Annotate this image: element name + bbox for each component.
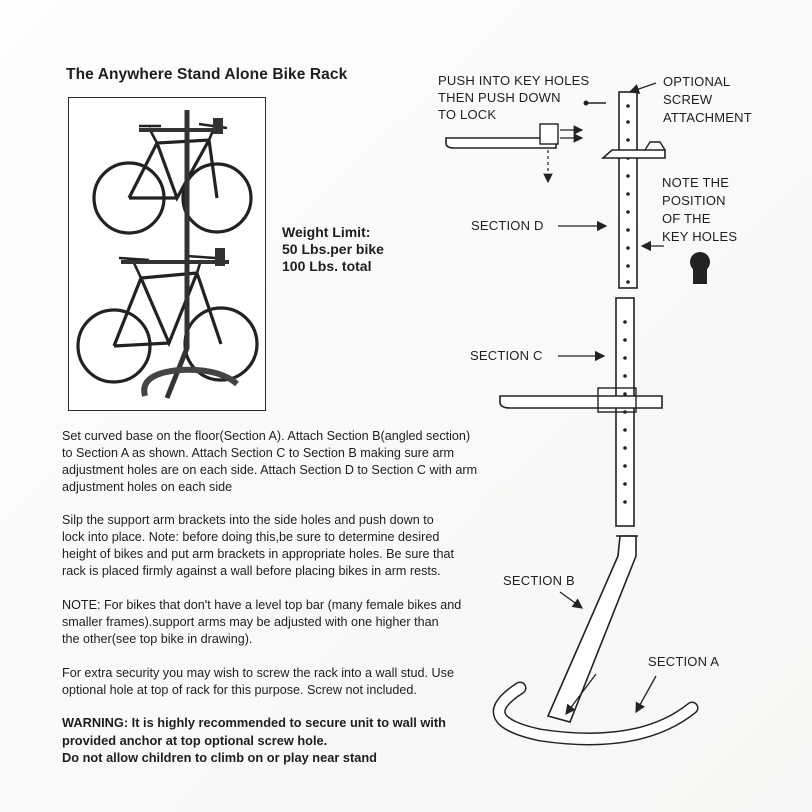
instruction-paragraph-2: Silp the support arm brackets into the s… bbox=[62, 512, 502, 580]
page-title: The Anywhere Stand Alone Bike Rack bbox=[66, 66, 348, 83]
label-note-4: KEY HOLES bbox=[662, 229, 738, 244]
label-optional-3: ATTACHMENT bbox=[663, 110, 752, 125]
label-section-a: SECTION A bbox=[648, 654, 720, 669]
text-line: adjustment holes are on each side. Attac… bbox=[62, 463, 478, 477]
key-hole-icon bbox=[690, 252, 710, 284]
section-a-base bbox=[492, 681, 699, 746]
label-section-b: SECTION B bbox=[503, 573, 575, 588]
text-line: For extra security you may wish to screw… bbox=[62, 666, 454, 680]
label-section-d: SECTION D bbox=[471, 218, 544, 233]
section-d-tube bbox=[583, 91, 666, 289]
label-optional-1: OPTIONAL bbox=[663, 74, 731, 89]
instruction-paragraph-3: NOTE: For bikes that don't have a level … bbox=[62, 597, 502, 648]
label-note-2: POSITION bbox=[662, 193, 726, 208]
label-optional-2: SCREW bbox=[663, 92, 713, 107]
instruction-paragraph-4: For extra security you may wish to screw… bbox=[62, 665, 502, 699]
label-push-2: THEN PUSH DOWN bbox=[438, 90, 561, 105]
weight-heading: Weight Limit: bbox=[282, 224, 371, 240]
bike-rack-photo bbox=[68, 97, 266, 411]
section-c-tube bbox=[499, 297, 663, 527]
text-line: to Section A as shown. Attach Section C … bbox=[62, 446, 455, 460]
weight-limit-block: Weight Limit: 50 Lbs.per bike 100 Lbs. t… bbox=[282, 224, 384, 275]
text-line: height of bikes and put arm brackets in … bbox=[62, 547, 455, 561]
section-b-arrow bbox=[559, 591, 584, 609]
section-a-arrow-left bbox=[565, 673, 597, 716]
warning-line: Do not allow children to climb on or pla… bbox=[62, 750, 377, 765]
instruction-paragraph-1: Set curved base on the floor(Section A).… bbox=[62, 428, 502, 496]
warning-line: WARNING: It is highly recommended to sec… bbox=[62, 715, 446, 730]
section-b-tube bbox=[546, 535, 638, 723]
weight-total: 100 Lbs. total bbox=[282, 258, 372, 274]
weight-per-bike: 50 Lbs.per bike bbox=[282, 241, 384, 257]
label-note-1: NOTE THE bbox=[662, 175, 730, 190]
arm-bracket-piece bbox=[445, 123, 584, 184]
text-line: Set curved base on the floor(Section A).… bbox=[62, 429, 471, 443]
text-line: lock into place. Note: before doing this… bbox=[62, 530, 440, 544]
text-line: smaller frames).support arms may be adju… bbox=[62, 615, 439, 629]
label-push-3: TO LOCK bbox=[438, 107, 497, 122]
text-line: optional hole at top of rack for this pu… bbox=[62, 683, 417, 697]
label-note-3: OF THE bbox=[662, 211, 711, 226]
warning-block: WARNING: It is highly recommended to sec… bbox=[62, 714, 502, 767]
label-push-1: PUSH INTO KEY HOLES bbox=[438, 73, 590, 88]
text-line: adjustment holes on each side bbox=[62, 480, 233, 494]
text-line: the other(see top bike in drawing). bbox=[62, 632, 253, 646]
text-line: NOTE: For bikes that don't have a level … bbox=[62, 598, 462, 612]
section-a-arrow-right bbox=[635, 675, 657, 714]
label-section-c: SECTION C bbox=[470, 348, 543, 363]
optional-arrow bbox=[628, 82, 657, 94]
bike-rack-illustration bbox=[76, 110, 259, 399]
text-line: rack is placed firmly against a wall bef… bbox=[62, 564, 441, 578]
warning-line: provided anchor at top optional screw ho… bbox=[62, 732, 328, 748]
text-line: Silp the support arm brackets into the s… bbox=[62, 513, 434, 527]
